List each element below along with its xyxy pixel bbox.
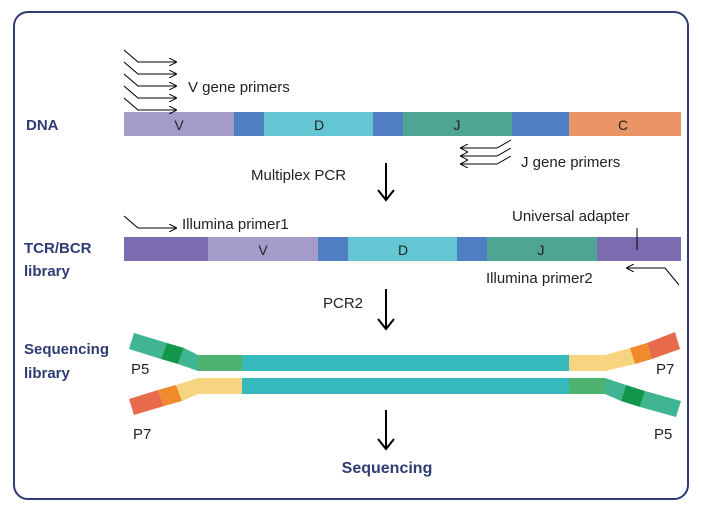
top-right-yellow (569, 355, 605, 371)
sequencing-label: Sequencing (342, 460, 433, 477)
illumina-primer2-arrow (627, 268, 680, 286)
bottom-left-yellow-ramp (176, 378, 198, 401)
bottom-left-p7-tail (129, 390, 164, 415)
tcr-bcr-label-line2: library (24, 263, 71, 280)
multiplex-pcr-arrow (377, 163, 395, 202)
bottom-right-index (621, 385, 645, 407)
bottom-right-green (569, 378, 605, 394)
seq-top-strand (129, 332, 680, 371)
pcr2-arrow (377, 289, 395, 331)
v-primer-arrow (123, 49, 176, 62)
j-gene-primers-label: J gene primers (521, 154, 620, 171)
lib-link-2 (457, 237, 487, 261)
top-left-green (198, 355, 242, 371)
illumina-primer1-arrow (123, 215, 176, 228)
lib-d-text: D (398, 242, 408, 258)
bottom-insert (242, 378, 569, 394)
top-left-p5-tail (129, 333, 167, 359)
multiplex-pcr-label: Multiplex PCR (251, 167, 346, 184)
library-strand: V D J (124, 237, 681, 261)
dna-label: DNA (26, 117, 59, 134)
dna-link-2 (373, 112, 403, 136)
j-primer-arrow (461, 139, 512, 148)
top-insert (242, 355, 569, 371)
seq-lib-label-line1: Sequencing (24, 341, 109, 358)
outer-border (13, 11, 689, 500)
dna-c-text: C (618, 117, 628, 133)
lib-v-segment (208, 237, 318, 261)
lib-j-segment (487, 237, 597, 261)
v-primer-arrow (123, 97, 176, 110)
dna-d-text: D (314, 117, 324, 133)
dna-c-segment (569, 112, 681, 136)
tcr-bcr-label-line1: TCR/BCR (24, 240, 92, 257)
p5-label-left: P5 (131, 361, 149, 378)
v-primer-arrow (123, 85, 176, 98)
v-gene-primers-label: V gene primers (188, 79, 290, 96)
v-primer-arrow (123, 61, 176, 74)
sequencing-arrow (377, 410, 395, 451)
dna-link-3 (512, 112, 569, 136)
lib-illumina-right (597, 237, 681, 261)
top-right-yellow-ramp (605, 348, 635, 371)
lib-link-1 (318, 237, 348, 261)
universal-adapter-label: Universal adapter (512, 208, 630, 225)
j-primer-arrow (461, 155, 512, 164)
lib-v-text: V (258, 242, 268, 258)
seq-lib-label-line2: library (24, 365, 71, 382)
p7-label-right: P7 (656, 361, 674, 378)
j-gene-primers-arrows (461, 139, 512, 164)
top-left-ramp (178, 348, 198, 371)
lib-illumina-left (124, 237, 208, 261)
dna-j-text: J (454, 117, 461, 133)
v-gene-primers-arrows (123, 49, 176, 110)
dna-d-segment (264, 112, 373, 136)
top-left-index (161, 343, 184, 364)
dna-v-segment (124, 112, 234, 136)
lib-d-segment (348, 237, 457, 261)
p7-label-left: P7 (133, 426, 151, 443)
dna-v-text: V (174, 117, 184, 133)
v-primer-arrow (123, 73, 176, 86)
seq-bottom-strand (129, 378, 681, 417)
dna-strand: V D J C (124, 112, 681, 136)
bottom-right-ramp (605, 378, 626, 401)
j-primer-arrow (461, 147, 512, 156)
pcr2-label: PCR2 (323, 295, 363, 312)
top-right-index (630, 343, 652, 364)
dna-link-1 (234, 112, 264, 136)
illumina-primer1-label: Illumina primer1 (182, 216, 289, 233)
bottom-left-index (158, 385, 182, 406)
lib-j-text: J (538, 242, 545, 258)
illumina-primer2-label: Illumina primer2 (486, 270, 593, 287)
bottom-left-yellow (198, 378, 242, 394)
bottom-right-p5-tail (640, 391, 681, 417)
dna-j-segment (403, 112, 512, 136)
top-right-p7-tail (647, 332, 680, 359)
p5-label-right: P5 (654, 426, 672, 443)
